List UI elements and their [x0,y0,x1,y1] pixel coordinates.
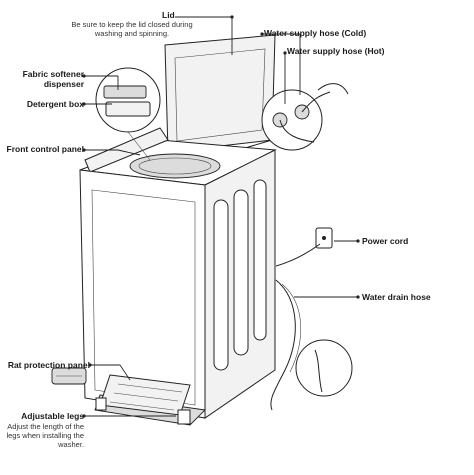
hose-cold-label: Water supply hose (Cold) [264,28,367,38]
drain-hose-label: Water drain hose [362,292,431,302]
lid-drawing [164,34,276,161]
washer-body [79,127,277,419]
adjustable-legs-label: Adjustable legs [21,411,84,421]
front-control-panel-label: Front control panel [6,144,84,154]
detergent-box-label: Detergent box [26,99,84,109]
rat-panel-label: Rat protection panel [7,360,90,370]
power-cord-label: Power cord [362,236,409,246]
hose-hot-label: Water supply hose (Hot) [287,46,385,56]
fabric-softener-label: Fabric softener dispenser [22,69,84,90]
hose-callout [261,83,349,151]
dispenser-callout [95,67,161,161]
lid-note: Be sure to keep the lid closed during wa… [71,20,193,38]
lid-label: Lid [162,10,175,20]
callout-lines [82,15,360,418]
base-drawing [51,367,206,426]
drain-hose-drawing [270,279,353,411]
power-cord-drawing [275,227,333,267]
adjustable-legs-note: Adjust the length of the legs when insta… [6,422,84,449]
